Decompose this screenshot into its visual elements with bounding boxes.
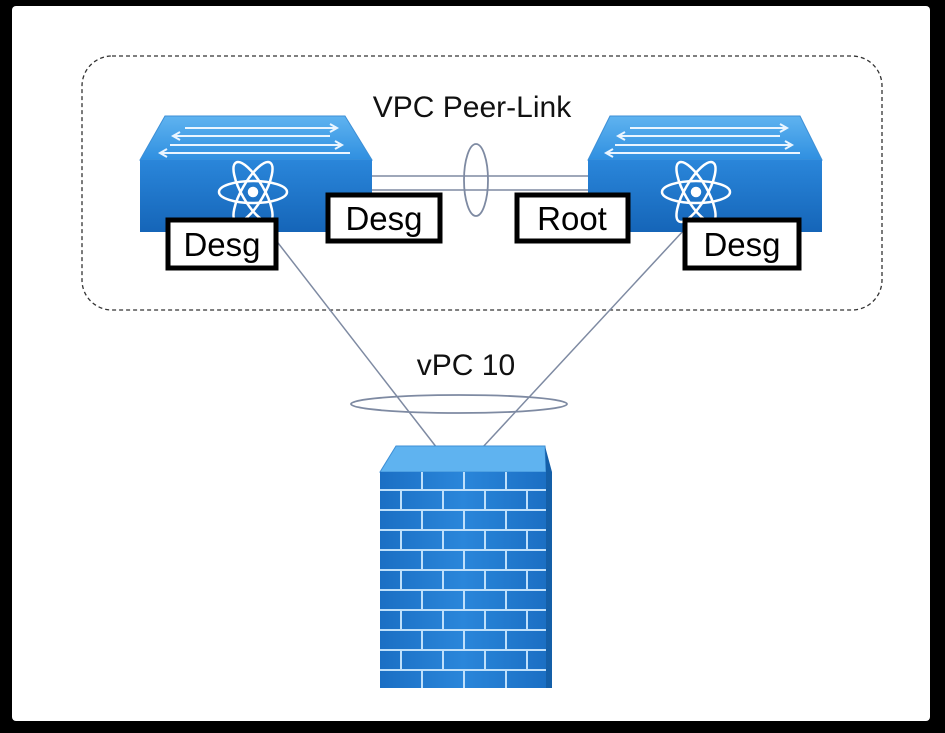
svg-text:Desg: Desg [345, 200, 422, 237]
svg-text:Desg: Desg [703, 226, 780, 263]
svg-text:Root: Root [537, 200, 607, 237]
vpc-label: vPC 10 [417, 349, 515, 382]
port-role-left-edge: Desg [165, 217, 279, 271]
port-role-right-peer: Root [514, 192, 631, 244]
vpc-bundle-ellipse [350, 394, 568, 414]
peer-link [360, 143, 600, 217]
port-role-right-edge: Desg [682, 217, 802, 271]
firewall[interactable] [379, 445, 552, 688]
peer-link-bundle-ellipse [463, 143, 489, 217]
firewall-icon [380, 472, 546, 688]
vpc-domain-boundary [81, 55, 883, 311]
vpc-member-link-right [481, 229, 685, 449]
svg-text:Desg: Desg [183, 226, 260, 263]
vpc-member-link-left [267, 229, 438, 449]
peer-link-label: VPC Peer-Link [373, 91, 572, 124]
port-role-left-peer: Desg [325, 192, 443, 244]
